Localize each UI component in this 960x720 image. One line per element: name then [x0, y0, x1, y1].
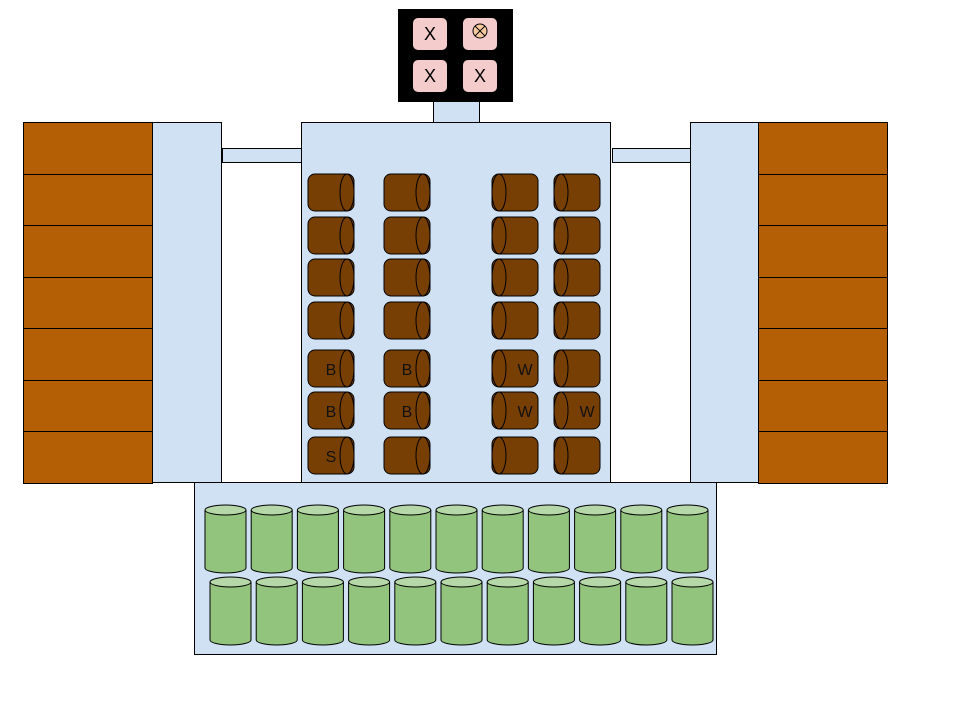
barrel-label: B [402, 362, 413, 379]
barrel-label: W [517, 404, 533, 421]
tile-x: X [413, 60, 447, 92]
right-column [690, 122, 760, 483]
left-column [152, 122, 222, 483]
green-barrel [204, 504, 247, 574]
brown-barrel [307, 173, 355, 212]
green-barrel [574, 504, 617, 574]
brown-barrel: B [383, 349, 431, 388]
green-barrel [486, 576, 529, 646]
brown-barrel [491, 258, 539, 297]
green-barrel [250, 504, 293, 574]
brown-barrel [383, 216, 431, 255]
green-barrel [666, 504, 709, 574]
brown-barrel [383, 173, 431, 212]
green-barrel [343, 504, 386, 574]
tile-x: X [463, 60, 497, 92]
tile-crossed-circle [463, 18, 497, 50]
brown-barrel [553, 436, 601, 475]
brown-barrel [491, 173, 539, 212]
brown-barrel [491, 216, 539, 255]
right-shelf [758, 431, 888, 484]
brown-barrel [553, 173, 601, 212]
brown-barrel [553, 349, 601, 388]
brown-barrel: B [307, 349, 355, 388]
green-barrel [255, 576, 298, 646]
green-barrel [394, 576, 437, 646]
brown-barrel: B [383, 391, 431, 430]
barrel-label: B [402, 404, 413, 421]
brown-barrel: W [491, 349, 539, 388]
green-barrel [301, 576, 344, 646]
brown-barrel [491, 301, 539, 340]
barrel-label: W [517, 362, 533, 379]
left-shelf [23, 276, 153, 329]
left-shelf [23, 225, 153, 278]
green-barrel [527, 504, 570, 574]
right-shelf [758, 328, 888, 381]
barrel-label: B [326, 404, 337, 421]
brown-barrel [553, 301, 601, 340]
crossed-circle-icon [472, 23, 488, 39]
barrel-label: B [326, 362, 337, 379]
green-barrel [296, 504, 339, 574]
green-barrel [625, 576, 668, 646]
green-barrel [579, 576, 622, 646]
right-shelf [758, 225, 888, 278]
green-barrel [481, 504, 524, 574]
left-shelf [23, 431, 153, 484]
brown-barrel [307, 216, 355, 255]
barrel-label: S [326, 449, 337, 466]
green-barrel [532, 576, 575, 646]
brown-barrel [383, 436, 431, 475]
left-shelf [23, 173, 153, 226]
left-shelf [23, 379, 153, 432]
green-barrel [671, 576, 714, 646]
brown-barrel [383, 301, 431, 340]
brown-barrel [307, 301, 355, 340]
brown-barrel [307, 258, 355, 297]
green-barrel [440, 576, 483, 646]
control-panel: X X X [398, 9, 513, 102]
green-barrel [348, 576, 391, 646]
brown-barrel: B [307, 391, 355, 430]
green-barrel [209, 576, 252, 646]
green-barrel [389, 504, 432, 574]
brown-barrel: S [307, 436, 355, 475]
brown-barrel [553, 216, 601, 255]
right-shelf [758, 173, 888, 226]
right-shelf [758, 276, 888, 329]
green-barrel [435, 504, 478, 574]
tile-x: X [413, 18, 447, 50]
barrel-label: W [579, 404, 595, 421]
brown-barrel [491, 436, 539, 475]
brown-barrel: W [553, 391, 601, 430]
left-shelf [23, 328, 153, 381]
brown-barrel [383, 258, 431, 297]
green-barrel [620, 504, 663, 574]
brown-barrel: W [491, 391, 539, 430]
brown-barrel [553, 258, 601, 297]
